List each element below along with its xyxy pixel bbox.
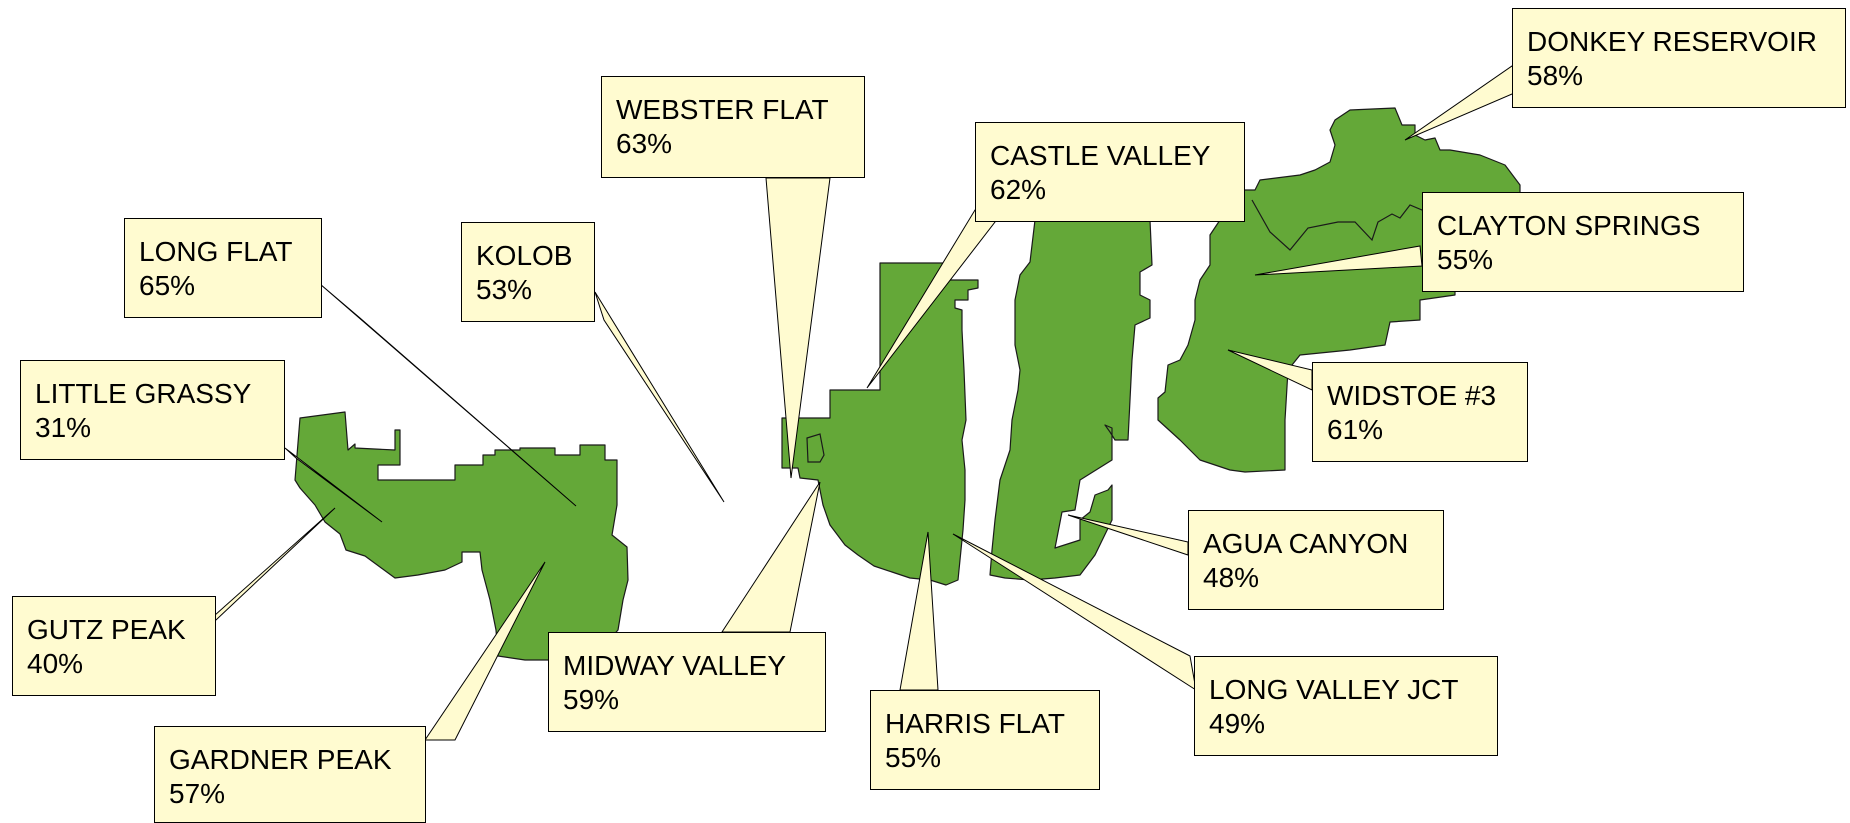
callout-donkey-reservoir: DONKEY RESERVOIR 58% [1512, 8, 1846, 108]
callout-name: LONG VALLEY JCT [1209, 674, 1459, 705]
callout-pointers [195, 65, 1527, 741]
callout-midway-valley: MIDWAY VALLEY 59% [548, 632, 826, 732]
callout-name: WIDSTOE #3 [1327, 380, 1497, 411]
callout-agua-canyon: AGUA CANYON 48% [1188, 510, 1444, 610]
land-inner-boundary-central [806, 433, 825, 463]
callout-percent: 65% [139, 270, 196, 301]
land-inner-boundary-east [1251, 199, 1441, 251]
callout-name: CASTLE VALLEY [990, 140, 1211, 171]
callout-webster-flat: WEBSTER FLAT 63% [601, 76, 865, 178]
pointer-gardner-peak [424, 561, 546, 741]
pointer-clayton-springs [1254, 245, 1423, 276]
callout-long-flat: LONG FLAT 65% [124, 218, 322, 318]
callout-percent: 55% [1437, 244, 1494, 275]
callout-name: WEBSTER FLAT [616, 94, 829, 125]
pointer-donkey-reservoir [1404, 65, 1527, 141]
callout-name: CLAYTON SPRINGS [1437, 210, 1701, 241]
callout-name: LONG FLAT [139, 236, 293, 267]
pointer-long-valley-jct [952, 533, 1197, 692]
callout-percent: 59% [563, 684, 620, 715]
pointer-little-grassy [284, 447, 383, 523]
callout-percent: 49% [1209, 708, 1266, 739]
callout-name: DONKEY RESERVOIR [1527, 26, 1817, 57]
callout-little-grassy: LITTLE GRASSY 31% [20, 360, 285, 460]
callout-name: MIDWAY VALLEY [563, 650, 787, 681]
pointer-webster-flat [765, 177, 831, 479]
callout-widstoe-3: WIDSTOE #3 61% [1312, 362, 1528, 462]
callout-percent: 40% [27, 648, 84, 679]
callout-name: GUTZ PEAK [27, 614, 186, 645]
callout-castle-valley: CASTLE VALLEY 62% [975, 122, 1245, 222]
callout-harris-flat: HARRIS FLAT 55% [870, 690, 1100, 790]
callout-percent: 63% [616, 128, 673, 159]
callout-kolob: KOLOB 53% [461, 222, 595, 322]
callout-percent: 31% [35, 412, 92, 443]
land-west-region [294, 411, 629, 661]
callout-gardner-peak: GARDNER PEAK 57% [154, 726, 426, 823]
pointer-kolob [594, 291, 725, 503]
callout-clayton-springs: CLAYTON SPRINGS 55% [1422, 192, 1744, 292]
callout-name: AGUA CANYON [1203, 528, 1409, 559]
callout-percent: 61% [1327, 414, 1384, 445]
callout-long-valley-jct: LONG VALLEY JCT 49% [1194, 656, 1498, 756]
callout-name: LITTLE GRASSY [35, 378, 252, 409]
callout-percent: 48% [1203, 562, 1260, 593]
callout-gutz-peak: GUTZ PEAK 40% [12, 596, 216, 696]
callout-percent: 62% [990, 174, 1047, 205]
land-middle-east-strip [989, 184, 1153, 581]
callout-percent: 57% [169, 778, 226, 809]
callout-percent: 55% [885, 742, 942, 773]
callout-percent: 53% [476, 274, 533, 305]
callout-name: KOLOB [476, 240, 573, 271]
pointer-long-flat [319, 283, 577, 507]
pointer-gutz-peak [195, 507, 336, 633]
callout-name: HARRIS FLAT [885, 708, 1065, 739]
callout-name: GARDNER PEAK [169, 744, 392, 775]
callout-percent: 58% [1527, 60, 1584, 91]
land-central-region [781, 262, 979, 586]
pointer-midway-valley [721, 481, 821, 633]
